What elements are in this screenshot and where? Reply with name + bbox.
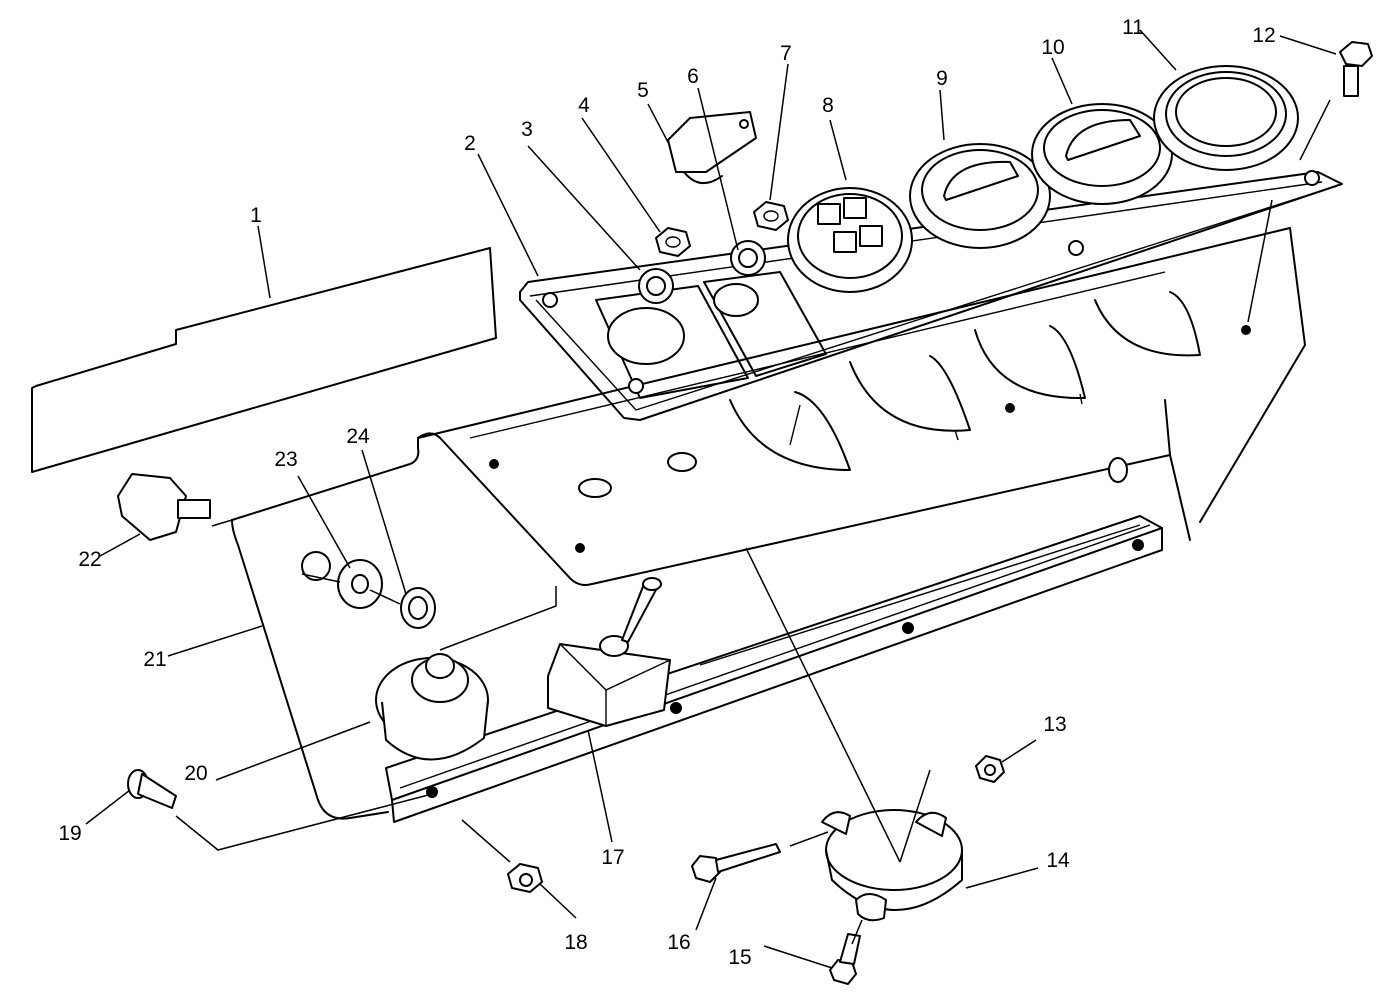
hex-nut-7: [753, 201, 789, 231]
callout-8: 8: [822, 94, 834, 117]
bolt-15: [829, 933, 861, 985]
callout-23: 23: [274, 448, 297, 471]
nut-13: [975, 755, 1005, 783]
screw-19: [127, 769, 177, 809]
callout-24: 24: [346, 425, 370, 448]
callout-13: 13: [1043, 713, 1066, 736]
bolt-16: [691, 843, 781, 883]
callout-4: 4: [578, 94, 590, 117]
callout-2: 2: [464, 132, 476, 155]
bolt-12: [1339, 41, 1373, 97]
callout-5: 5: [637, 79, 649, 102]
nut-18: [507, 863, 543, 893]
callout-16: 16: [667, 931, 690, 954]
gauge-10: [1031, 103, 1173, 205]
callout-15: 15: [728, 946, 751, 969]
gauge-11: [1153, 65, 1299, 171]
callout-3: 3: [521, 118, 533, 141]
callout-7: 7: [780, 42, 792, 65]
decal-strip: [31, 247, 497, 473]
callout-21: 21: [143, 648, 166, 671]
callout-19: 19: [58, 822, 81, 845]
callout-1: 1: [250, 204, 262, 227]
lock-washer-3: [638, 268, 674, 304]
callout-9: 9: [936, 67, 948, 90]
callout-22: 22: [78, 548, 101, 571]
console-housing: [231, 227, 1306, 823]
callout-14: 14: [1046, 849, 1070, 872]
leader-lines: [85, 29, 1337, 969]
knob-22: [117, 473, 211, 541]
callout-18: 18: [564, 931, 587, 954]
callout-12: 12: [1252, 24, 1275, 47]
callout-20: 20: [184, 762, 207, 785]
hex-nut-4: [655, 227, 691, 257]
lock-washer-24: [400, 587, 436, 629]
toggle-switch-17: [547, 577, 671, 727]
lock-washer-6: [730, 240, 766, 276]
callout-numbers: 1 2 3 4 5 6 7 8 9 10 11 12 13 14 15 16 1…: [58, 16, 1275, 969]
callout-10: 10: [1041, 36, 1064, 59]
clamp-14: [821, 809, 963, 922]
gauge-8: [787, 187, 913, 293]
callout-11: 11: [1122, 16, 1144, 39]
washer-23: [337, 559, 383, 609]
callout-17: 17: [601, 846, 624, 869]
rotary-switch-20: [375, 653, 489, 761]
callout-6: 6: [687, 65, 699, 88]
gauge-9: [909, 143, 1051, 249]
